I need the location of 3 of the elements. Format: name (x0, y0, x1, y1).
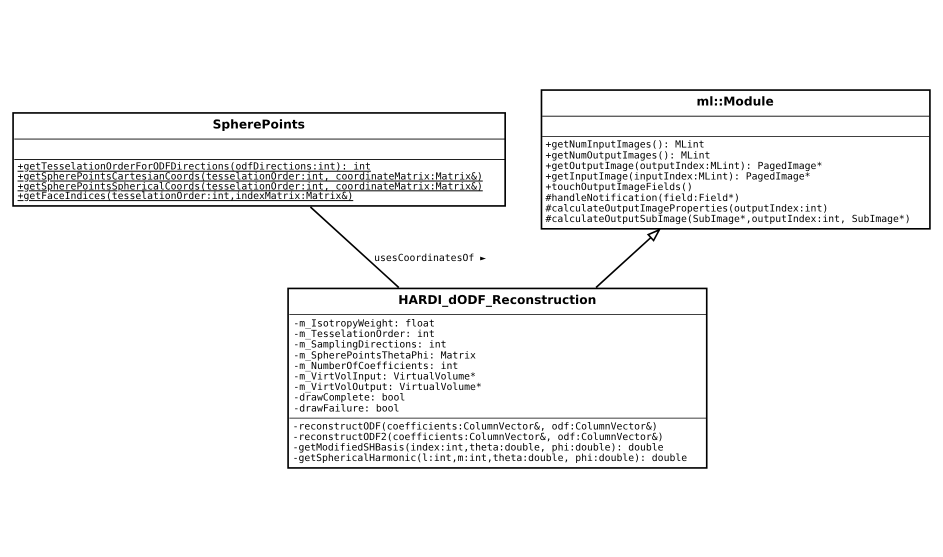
connector (310, 206, 400, 288)
arrow (596, 228, 662, 288)
edge-label: usesCoordinatesOf ► (374, 252, 486, 264)
